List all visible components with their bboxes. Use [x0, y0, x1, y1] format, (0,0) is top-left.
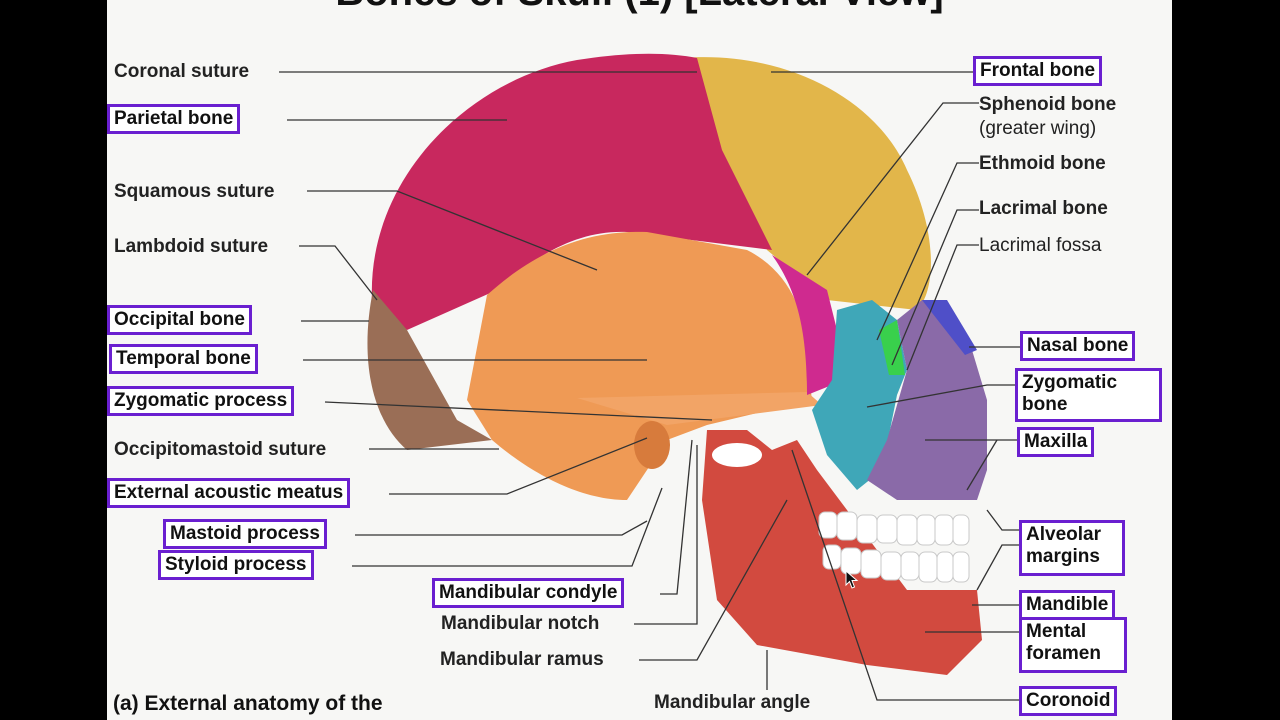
label-frontal-bone: Frontal bone	[973, 56, 1102, 86]
label-lacrimal-fossa: Lacrimal fossa	[979, 235, 1102, 257]
label-mastoid-process: Mastoid process	[163, 519, 327, 549]
ear-canal-shape	[634, 421, 670, 469]
label-zygomatic-bone-line2: bone	[1022, 394, 1155, 416]
label-nasal-bone: Nasal bone	[1020, 331, 1135, 361]
label-mental-line1: Mental	[1026, 621, 1120, 643]
label-alveolar-line1: Alveolar	[1026, 524, 1118, 546]
label-external-acoustic-meatus: External acoustic meatus	[107, 478, 350, 508]
label-mandibular-condyle: Mandibular condyle	[432, 578, 624, 608]
label-coronoid: Coronoid	[1019, 686, 1117, 716]
label-lacrimal-bone: Lacrimal bone	[979, 198, 1108, 220]
label-squamous-suture: Squamous suture	[114, 181, 274, 203]
label-sphenoid-bone: Sphenoid bone	[979, 94, 1116, 116]
label-parietal-bone: Parietal bone	[107, 104, 240, 134]
label-mental-line2: foramen	[1026, 643, 1120, 665]
label-temporal-bone: Temporal bone	[109, 344, 258, 374]
label-zygomatic-bone-line1: Zygomatic	[1022, 372, 1155, 394]
label-zygomatic-process: Zygomatic process	[107, 386, 294, 416]
label-mandibular-ramus: Mandibular ramus	[440, 649, 604, 671]
label-mandibular-notch: Mandibular notch	[441, 613, 599, 635]
label-mandible: Mandible	[1019, 590, 1115, 620]
label-alveolar-margins: Alveolar margins	[1019, 520, 1125, 576]
label-occipital-bone: Occipital bone	[107, 305, 252, 335]
label-maxilla: Maxilla	[1017, 427, 1094, 457]
label-sphenoid-sub: (greater wing)	[979, 118, 1096, 140]
label-mandibular-angle: Mandibular angle	[654, 692, 810, 714]
label-alveolar-line2: margins	[1026, 546, 1118, 568]
label-occipitomastoid-suture: Occipitomastoid suture	[114, 439, 326, 461]
slide: Bones of Skull (1) [Lateral View]	[107, 0, 1172, 720]
label-ethmoid-bone: Ethmoid bone	[979, 153, 1106, 175]
label-zygomatic-bone: Zygomatic bone	[1015, 368, 1162, 422]
label-coronal-suture: Coronal suture	[114, 61, 249, 83]
figure-caption: (a) External anatomy of the	[113, 692, 383, 716]
label-lambdoid-suture: Lambdoid suture	[114, 236, 268, 258]
mouse-cursor-icon	[845, 570, 859, 590]
label-styloid-process: Styloid process	[158, 550, 314, 580]
label-mental-foramen: Mental foramen	[1019, 617, 1127, 673]
